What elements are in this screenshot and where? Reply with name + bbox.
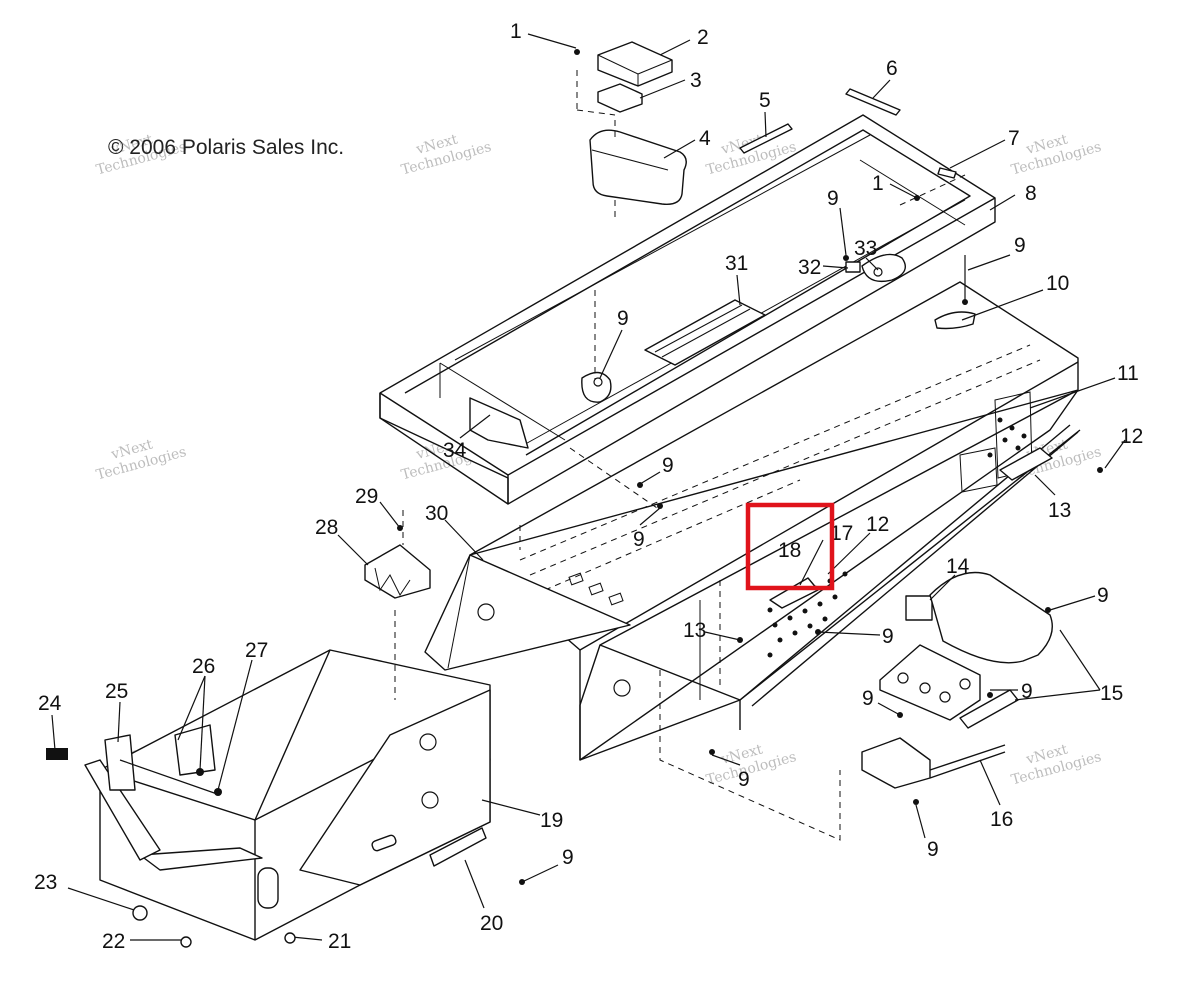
callout-19: 19	[540, 809, 563, 832]
storage-parts-2-3-4	[576, 41, 687, 220]
callout-9e: 9	[633, 528, 645, 551]
callout-7: 7	[1008, 127, 1020, 150]
right-parts-14-15-16	[861, 571, 1053, 789]
callout-9g: 9	[882, 625, 894, 648]
callout-9h: 9	[862, 687, 874, 710]
callout-11: 11	[1117, 362, 1139, 385]
callout-10: 10	[1046, 272, 1069, 295]
callout-18: 18	[778, 539, 801, 562]
callout-9l: 9	[562, 846, 574, 869]
side-panel-30	[424, 554, 631, 671]
highlight-box-part-18	[745, 502, 835, 591]
callout-17: 17	[830, 522, 853, 545]
callout-26: 26	[192, 655, 215, 678]
callout-14: 14	[946, 555, 970, 578]
callout-9f: 9	[1097, 584, 1109, 607]
footwell-panel-19	[84, 510, 491, 941]
callout-21: 21	[328, 930, 351, 953]
callout-29: 29	[355, 485, 378, 508]
callout-6: 6	[886, 57, 898, 80]
callout-9j: 9	[738, 768, 750, 791]
seat-tray-part	[379, 88, 996, 505]
callout-9d: 9	[662, 454, 674, 477]
callout-28: 28	[315, 516, 338, 539]
callout-9i: 9	[1021, 680, 1033, 703]
callout-15: 15	[1100, 682, 1123, 705]
leader-lines	[51, 33, 1126, 941]
callout-1b: 1	[872, 172, 884, 195]
callout-labels: 1 2 3 4 5 6 7 1 8 9 33 32 9 10 31 9 11 1…	[34, 20, 1143, 953]
callout-13b: 13	[683, 619, 706, 642]
callout-30: 30	[425, 502, 448, 525]
bracket-28	[364, 544, 431, 599]
callout-9a: 9	[827, 187, 839, 210]
copyright-text: © 2006 Polaris Sales Inc.	[108, 136, 344, 159]
callout-12a: 12	[1120, 425, 1143, 448]
callout-27: 27	[245, 639, 268, 662]
callout-8: 8	[1025, 182, 1037, 205]
callout-31: 31	[725, 252, 748, 275]
callout-33: 33	[854, 237, 877, 260]
callout-9c: 9	[617, 307, 629, 330]
hardware-fasteners	[46, 49, 1103, 948]
callout-13a: 13	[1048, 499, 1071, 522]
callout-1: 1	[510, 20, 522, 43]
callout-25: 25	[105, 680, 128, 703]
callout-24: 24	[38, 692, 62, 715]
callout-4: 4	[699, 127, 711, 150]
dashed-guides	[519, 174, 966, 841]
callout-34: 34	[443, 439, 467, 462]
callout-22: 22	[102, 930, 125, 953]
callout-5: 5	[759, 89, 771, 112]
callout-23: 23	[34, 871, 57, 894]
callout-9b: 9	[1014, 234, 1026, 257]
callout-16: 16	[990, 808, 1013, 831]
callout-9k: 9	[927, 838, 939, 861]
callout-2: 2	[697, 26, 709, 49]
callout-32: 32	[798, 256, 821, 279]
callout-12b: 12	[866, 513, 889, 536]
callout-20: 20	[480, 912, 503, 935]
callout-3: 3	[690, 69, 702, 92]
